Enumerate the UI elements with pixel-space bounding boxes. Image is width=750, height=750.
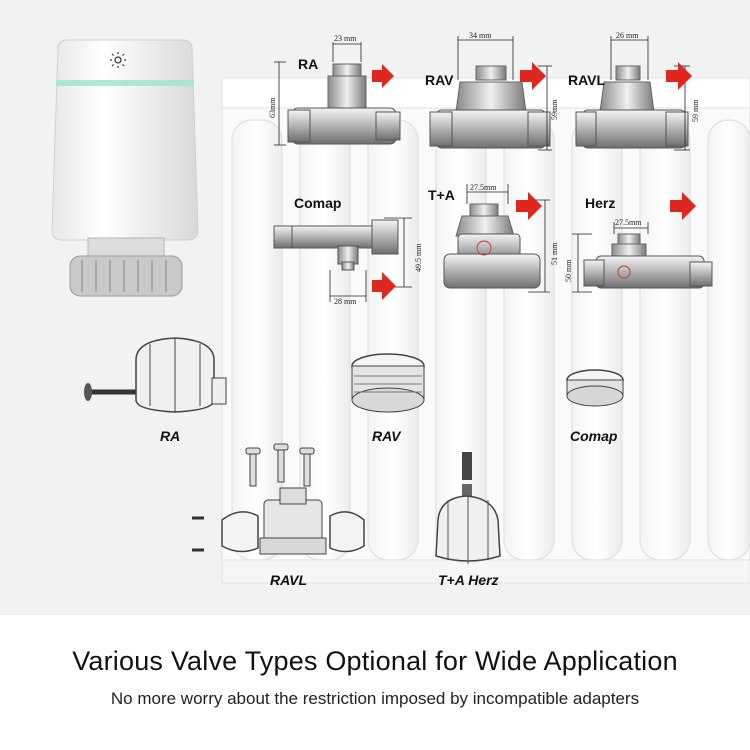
adapter-label-rav: RAV: [372, 428, 401, 444]
valve-rav-dimensions: [457, 36, 552, 151]
dim-comap-height: 49.5 mm: [414, 243, 423, 272]
valve-label-comap: Comap: [294, 195, 342, 211]
valve-comap-dimensions: [329, 217, 412, 302]
valve-ta: [443, 203, 541, 289]
caption-area: [0, 615, 750, 750]
valve-label-rav: RAV: [425, 72, 454, 88]
dim-herz-width: 27.5mm: [615, 218, 642, 227]
adapter-ravl: [192, 443, 365, 555]
page-title: Various Valve Types Optional for Wide Ap…: [72, 646, 678, 676]
valve-label-ra: RA: [298, 56, 319, 72]
adapter-label-ra: RA: [160, 428, 181, 444]
dim-rav-height: 59mm: [550, 99, 559, 120]
sun-icon: [110, 52, 126, 68]
valve-ra: [287, 63, 401, 145]
adapter-ra: [84, 337, 227, 413]
dim-ta-height: 51 mm: [550, 242, 559, 265]
thermostat: [51, 39, 199, 297]
dim-ra-height: 63mm: [268, 97, 277, 118]
valve-label-ta: T+A: [428, 187, 455, 203]
valve-label-herz: Herz: [585, 195, 616, 211]
product-scene: RA RAV RAVL Comap T+A Herz 23 mm 63mm 34…: [0, 0, 750, 615]
dim-ravl-width: 26 mm: [616, 31, 639, 40]
dim-ta-width: 27.5mm: [470, 183, 497, 192]
adapter-ta-herz: [435, 452, 501, 564]
dim-ra-width: 23 mm: [334, 34, 357, 43]
adapter-label-ravl: RAVL: [270, 572, 308, 588]
valve-ra-dimensions: [274, 42, 362, 146]
valve-label-ravl: RAVL: [568, 72, 606, 88]
valve-herz-dimensions: [572, 222, 649, 293]
dim-herz-height: 50 mm: [564, 259, 573, 282]
adapter-comap: [566, 369, 624, 407]
scene-graphics: [51, 36, 750, 584]
valve-rav: [429, 65, 551, 149]
valve-comap: [273, 219, 399, 271]
radiator: [221, 77, 750, 584]
adapter-rav: [351, 353, 425, 413]
valve-ravl-dimensions: [610, 36, 690, 151]
adapter-label-comap: Comap: [570, 428, 618, 444]
valve-ravl: [575, 65, 689, 149]
arrow-right-icon: [372, 62, 696, 300]
valve-herz: [583, 233, 713, 289]
page-subtitle: No more worry about the restriction impo…: [110, 689, 640, 708]
adapter-label-ta-herz: T+A Herz: [438, 572, 499, 588]
dim-comap-width: 28 mm: [334, 297, 357, 306]
dim-rav-width: 34 mm: [469, 31, 492, 40]
dim-ravl-height: 59 mm: [691, 99, 700, 122]
